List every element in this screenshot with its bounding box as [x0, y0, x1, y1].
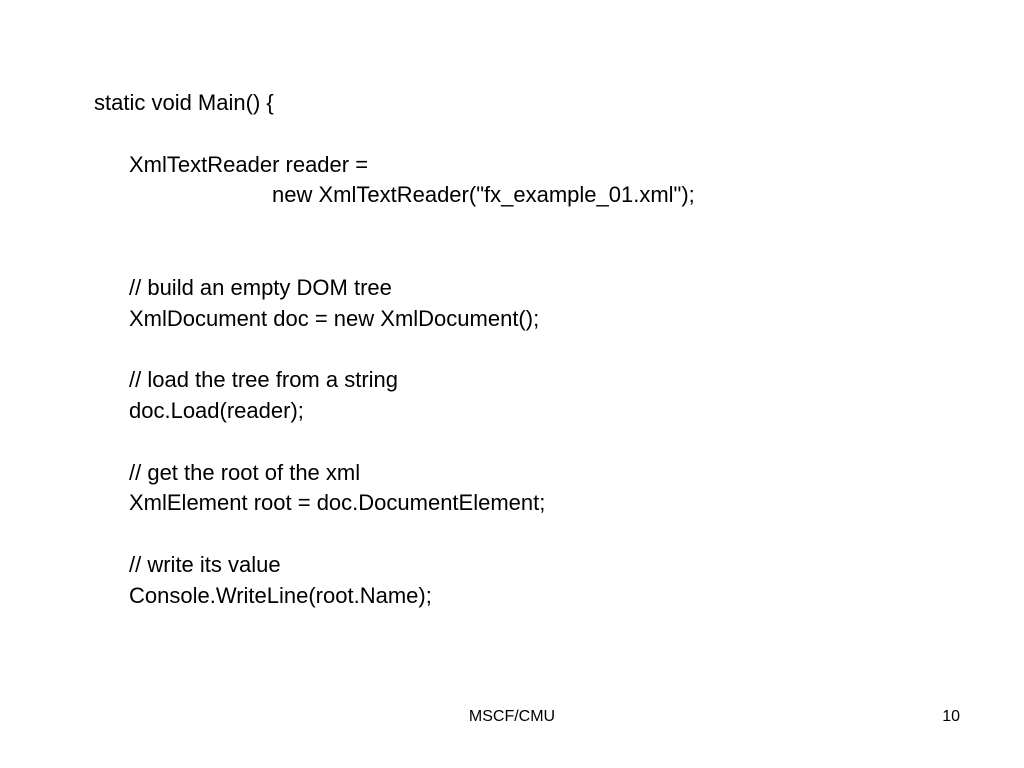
- footer-label: MSCF/CMU: [468, 708, 556, 725]
- code-line: static void Main() {: [94, 90, 274, 115]
- code-line: // load the tree from a string: [129, 367, 399, 393]
- blank-line: [94, 427, 954, 458]
- code-line: XmlDocument doc = new XmlDocument();: [129, 305, 540, 331]
- code-line: // build an empty DOM tree: [129, 274, 392, 300]
- code-line: new XmlTextReader("fx_example_01.xml");: [272, 182, 695, 208]
- code-line: // get the root of the xml: [129, 459, 361, 485]
- code-line: doc.Load(reader);: [129, 397, 304, 423]
- code-line: XmlTextReader reader =: [129, 151, 369, 177]
- blank-line: [94, 242, 954, 273]
- blank-line: [94, 119, 954, 150]
- blank-line: [94, 519, 954, 550]
- code-line: Console.WriteLine(root.Name);: [129, 582, 432, 608]
- page-number: 10: [942, 708, 960, 725]
- blank-line: [94, 334, 954, 365]
- blank-line: [94, 211, 954, 242]
- code-line: XmlElement root = doc.DocumentElement;: [129, 490, 546, 516]
- code-block: static void Main() { XmlTextReader reader…: [94, 88, 954, 612]
- code-line: // write its value: [129, 551, 281, 577]
